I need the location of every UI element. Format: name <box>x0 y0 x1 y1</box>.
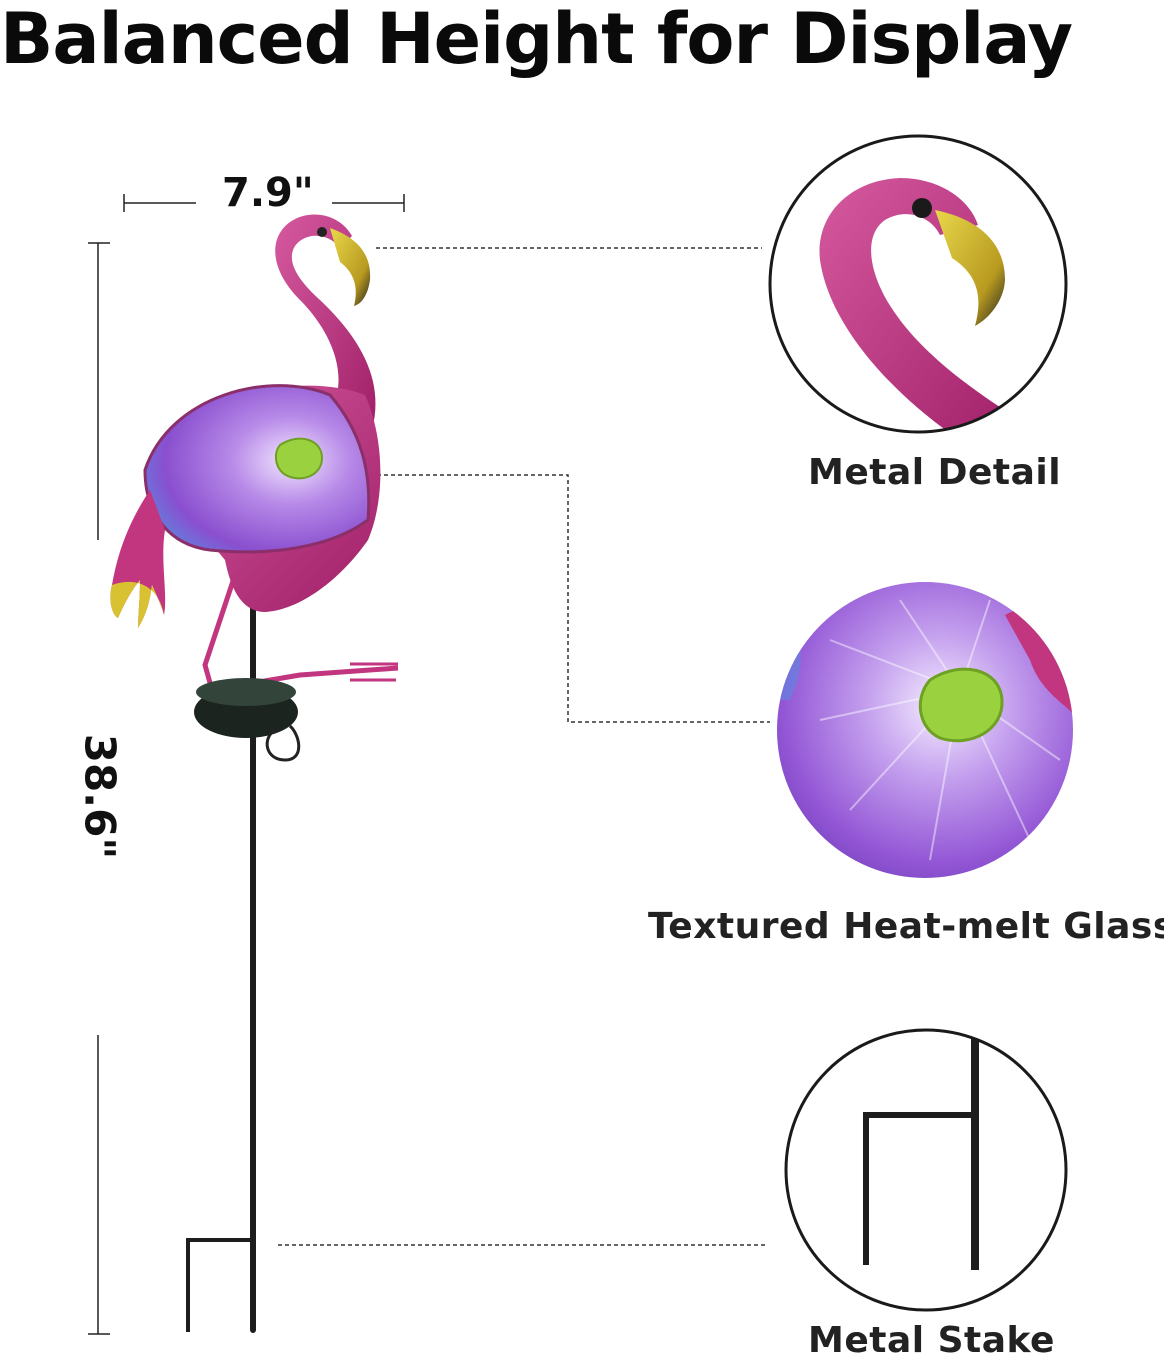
glass-detail-caption: Textured Heat-melt Glass <box>648 906 1164 947</box>
metal-detail-caption: Metal Detail <box>808 452 1062 493</box>
width-dimension-label: 7.9" <box>222 170 314 216</box>
metal-detail-circle <box>768 134 1068 434</box>
callout-leader-lines <box>278 247 770 1246</box>
page-title: Balanced Height for Display <box>0 0 1073 80</box>
metal-stake-caption: Metal Stake <box>808 1320 1055 1361</box>
width-dimension-line <box>123 194 405 212</box>
metal-stake-circle <box>784 1028 1068 1312</box>
height-dimension-line <box>88 242 110 1335</box>
glass-detail-circle <box>777 582 1073 878</box>
flamingo-stake-light <box>110 214 399 1333</box>
